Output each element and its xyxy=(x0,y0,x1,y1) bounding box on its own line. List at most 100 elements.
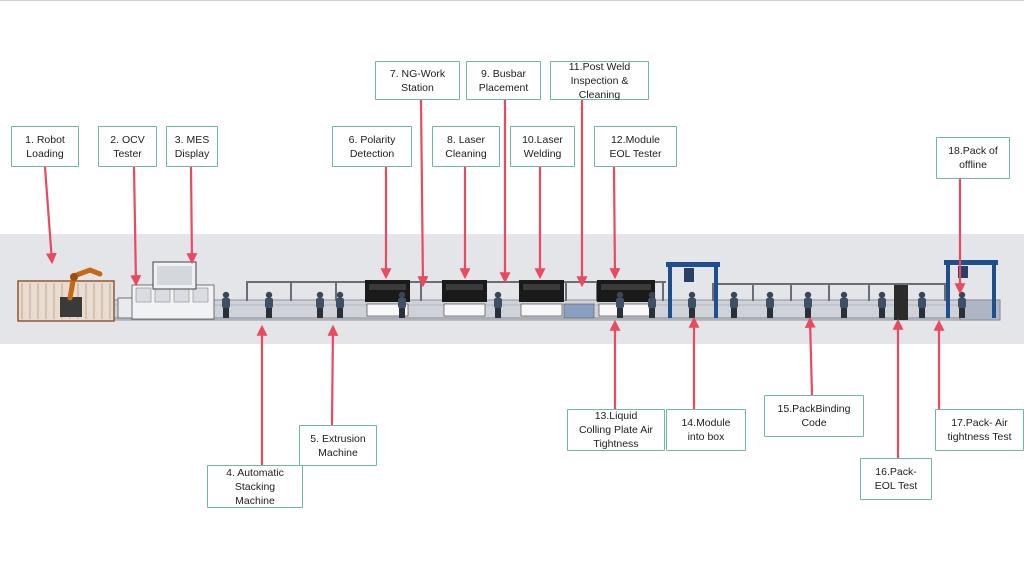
callout-arrow-2 xyxy=(130,166,142,287)
callout-arrow-7 xyxy=(417,99,429,288)
operator-legs xyxy=(337,308,343,318)
operator-figure xyxy=(840,291,848,318)
operator-body xyxy=(336,298,344,308)
operator-head xyxy=(616,291,624,299)
frame-post xyxy=(420,281,422,301)
station-label-3: 3. MES Display xyxy=(166,126,218,167)
callout-arrow-15 xyxy=(804,316,816,396)
gantry-carriage-offline xyxy=(958,266,968,278)
operator-body xyxy=(222,298,230,308)
operator-head xyxy=(766,291,774,299)
operator-legs xyxy=(266,308,272,318)
operator-figure xyxy=(878,291,886,318)
operator-head xyxy=(688,291,696,299)
callout-arrow-12 xyxy=(609,166,621,280)
operator-figure xyxy=(616,291,624,318)
operator-body xyxy=(840,298,848,308)
operator-head xyxy=(494,291,502,299)
operator-figure xyxy=(648,291,656,318)
gantry-leg xyxy=(668,262,672,318)
operator-figure xyxy=(222,291,230,318)
ocv-cabinet-door xyxy=(192,287,209,303)
station-label-14: 14.Module into box xyxy=(666,409,746,451)
machine-enclosure-window xyxy=(601,284,651,290)
gantry-leg-offline xyxy=(992,260,996,318)
frame-post xyxy=(662,281,664,301)
eol-tester-tower xyxy=(894,285,908,320)
callout-arrow-1 xyxy=(43,166,57,265)
operator-legs xyxy=(731,308,737,318)
station-label-16: 16.Pack- EOL Test xyxy=(860,458,932,500)
frame-post-right xyxy=(712,283,714,301)
operator-figure xyxy=(804,291,812,318)
frame-post-right xyxy=(944,283,946,301)
operator-head xyxy=(730,291,738,299)
gantry-beam xyxy=(666,262,720,267)
frame-post-right xyxy=(828,283,830,301)
operator-figure xyxy=(730,291,738,318)
machine-enclosure-window xyxy=(369,284,406,290)
operator-figure xyxy=(265,291,273,318)
station-label-18: 18.Pack of offline xyxy=(936,137,1010,179)
operator-head xyxy=(878,291,886,299)
top-divider xyxy=(0,0,1024,1)
operator-head xyxy=(222,291,230,299)
operator-body xyxy=(616,298,624,308)
machine-enclosure-window xyxy=(446,284,483,290)
operator-legs xyxy=(649,308,655,318)
operator-body xyxy=(648,298,656,308)
operator-head xyxy=(398,291,406,299)
operator-body xyxy=(958,298,966,308)
operator-head xyxy=(840,291,848,299)
operator-body xyxy=(265,298,273,308)
ocv-cabinet-door xyxy=(135,287,152,303)
operator-head xyxy=(918,291,926,299)
frame-post-right xyxy=(868,283,870,301)
operator-body xyxy=(918,298,926,308)
operator-legs xyxy=(689,308,695,318)
machine-base-cabinet xyxy=(366,303,409,317)
operator-head xyxy=(265,291,273,299)
robot-arm xyxy=(67,267,103,301)
operator-body xyxy=(730,298,738,308)
gantry-beam-offline xyxy=(944,260,998,265)
mes-display-panel xyxy=(157,266,192,285)
operator-figure xyxy=(766,291,774,318)
operator-figure xyxy=(316,291,324,318)
operator-legs xyxy=(959,308,965,318)
operator-figure xyxy=(336,291,344,318)
operator-legs xyxy=(919,308,925,318)
station-label-6: 6. Polarity Detection xyxy=(332,126,412,167)
station-label-2: 2. OCV Tester xyxy=(98,126,157,167)
gantry-carriage xyxy=(684,268,694,282)
operator-body xyxy=(688,298,696,308)
station-label-17: 17.Pack- Air tightness Test xyxy=(935,409,1024,451)
operator-body xyxy=(316,298,324,308)
operator-figure xyxy=(494,291,502,318)
machine-base-cabinet xyxy=(520,303,563,317)
station-label-8: 8. Laser Cleaning xyxy=(432,126,500,167)
callout-arrow-5 xyxy=(327,324,339,426)
station-label-10: 10.Laser Welding xyxy=(510,126,575,167)
operator-legs xyxy=(841,308,847,318)
operator-head xyxy=(804,291,812,299)
robot-base xyxy=(60,297,82,317)
frame-post-right xyxy=(790,283,792,301)
frame-post xyxy=(246,281,248,301)
operator-legs xyxy=(617,308,623,318)
operator-head xyxy=(648,291,656,299)
inspection-table xyxy=(563,303,595,319)
operator-body xyxy=(766,298,774,308)
operator-figure xyxy=(398,291,406,318)
station-label-12: 12.Module EOL Tester xyxy=(594,126,677,167)
operator-legs xyxy=(495,308,501,318)
operator-body xyxy=(804,298,812,308)
frame-post xyxy=(290,281,292,301)
operator-legs xyxy=(223,308,229,318)
operator-legs xyxy=(879,308,885,318)
station-label-1: 1. Robot Loading xyxy=(11,126,79,167)
operator-body xyxy=(878,298,886,308)
